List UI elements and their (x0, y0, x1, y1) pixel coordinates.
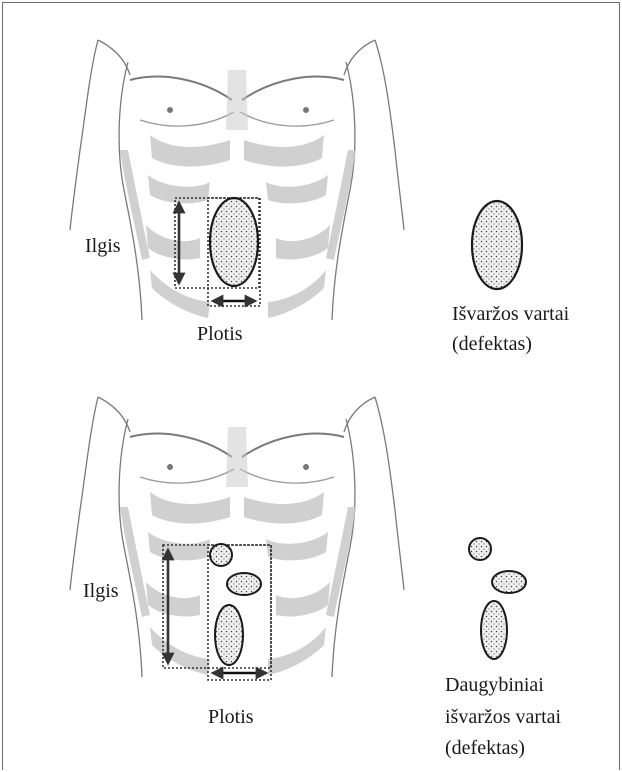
legend-defect-small (469, 538, 491, 560)
legend-defect-ellipse (472, 201, 522, 289)
width-label: Plotis (208, 703, 254, 731)
legend-defect-large (481, 601, 507, 659)
legend-defect-medium (492, 571, 526, 593)
length-label: Ilgis (83, 577, 119, 605)
hernia-defect-medium (227, 573, 261, 595)
hernia-defect-small (210, 544, 232, 566)
hernia-defect-ellipse (210, 198, 258, 286)
length-label: Ilgis (85, 232, 121, 260)
legend-caption-line2: išvaržos vartai (445, 703, 561, 731)
legend-caption-line3: (defektas) (445, 734, 525, 762)
width-label: Plotis (197, 320, 243, 348)
legend-caption-line1: Daugybiniai (445, 671, 544, 699)
legend-caption-line1: Išvaržos vartai (452, 300, 569, 328)
legend-caption-line2: (defektas) (452, 330, 532, 358)
hernia-defect-large (215, 605, 243, 665)
